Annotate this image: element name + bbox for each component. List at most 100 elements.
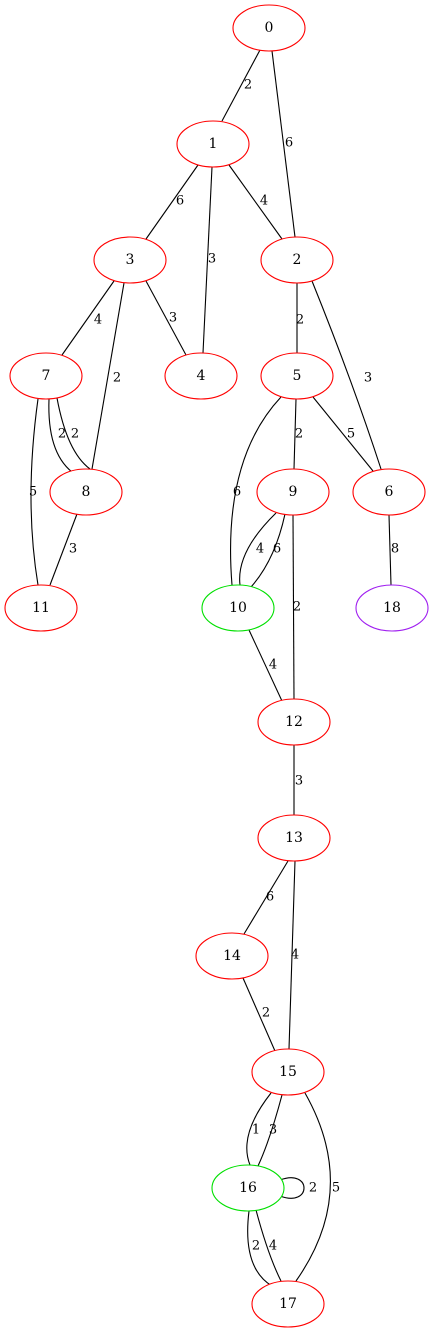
node-0: 0 [232,4,306,52]
edge-weight-3-8: 2 [113,371,121,386]
node-ellipse-3 [93,236,167,284]
node-ellipse-2 [260,236,334,284]
node-3: 3 [93,236,167,284]
node-10: 10 [201,584,275,632]
edge-weight-8-11: 3 [69,542,77,557]
edge-weight-13-15: 4 [291,948,299,963]
node-12: 12 [257,698,331,746]
node-label-18: 18 [383,600,401,616]
edge-weight-7-8: 2 [58,427,66,442]
node-2: 2 [260,236,334,284]
node-label-0: 0 [265,20,274,36]
edge-weight-7-8: 2 [71,427,79,442]
node-ellipse-18 [355,584,429,632]
node-7: 7 [9,352,83,400]
edge-14-15 [242,977,276,1052]
node-label-14: 14 [223,948,241,964]
node-label-16: 16 [239,1180,257,1196]
edge-weight-0-1: 2 [244,78,252,93]
node-ellipse-1 [176,120,250,168]
node-11: 11 [4,584,78,632]
node-ellipse-10 [201,584,275,632]
edge-weight-2-6: 3 [364,371,372,386]
node-17: 17 [251,1280,325,1328]
edge-weight-16-17: 4 [269,1239,277,1254]
node-ellipse-14 [195,932,269,980]
edge-15-17 [295,1092,331,1282]
node-ellipse-11 [4,584,78,632]
node-ellipse-17 [251,1280,325,1328]
edge-9-10 [250,513,286,588]
edge-10-12 [248,629,283,702]
edge-weight-2-5: 2 [296,313,304,328]
node-label-10: 10 [229,600,247,616]
edge-weight-5-10: 6 [233,485,241,500]
edge-1-2 [228,164,283,240]
edge-0-2 [271,50,296,238]
node-label-15: 15 [279,1064,297,1080]
node-16: 16 [211,1164,285,1212]
node-label-5: 5 [293,368,302,384]
edge-weight-1-4: 3 [208,252,216,267]
node-ellipse-15 [251,1048,325,1096]
node-ellipse-0 [232,4,306,52]
edge-weight-12-13: 3 [295,774,303,789]
edge-6-18 [388,514,392,586]
edge-3-7 [61,280,115,356]
node-label-7: 7 [42,368,51,384]
node-ellipse-9 [256,468,330,516]
node-ellipse-5 [260,352,334,400]
edge-5-6 [312,396,374,472]
edge-7-8 [56,397,91,470]
edge-15-16 [257,1094,283,1167]
edge-1-3 [145,164,199,240]
node-ellipse-7 [9,352,83,400]
edge-weight-10-12: 4 [269,658,277,673]
edge-weight-3-4: 3 [169,311,177,326]
edge-9-10 [239,512,277,586]
edge-7-8 [48,398,73,473]
node-9: 9 [256,468,330,516]
edge-16-17 [247,1210,273,1287]
edge-5-10 [230,396,282,586]
edge-weight-9-10: 6 [273,542,281,557]
edge-weight-15-17: 5 [332,1181,340,1196]
node-label-11: 11 [32,600,50,616]
edge-0-1 [221,49,261,122]
edge-weight-5-9: 2 [295,427,303,442]
node-label-6: 6 [385,484,394,500]
edge-weight-16-17: 2 [252,1239,260,1254]
edge-13-14 [243,860,289,935]
edge-5-9 [293,398,297,470]
node-label-12: 12 [285,714,303,730]
edge-13-15 [288,860,296,1050]
node-ellipse-4 [164,352,238,400]
edge-weight-1-2: 4 [260,194,268,209]
edge-7-11 [30,398,39,586]
edge-3-4 [145,280,187,356]
edge-weight-6-18: 8 [391,542,399,557]
node-label-2: 2 [293,252,302,268]
edge-weight-14-15: 2 [262,1006,270,1021]
edge-15-16 [246,1092,272,1166]
node-15: 15 [251,1048,325,1096]
node-label-9: 9 [289,484,298,500]
node-6: 6 [352,468,426,516]
node-13: 13 [257,814,331,862]
node-1: 1 [176,120,250,168]
node-8: 8 [49,468,123,516]
edge-9-12 [292,514,295,700]
node-label-8: 8 [82,484,91,500]
edge-weight-15-16: 1 [252,1123,260,1138]
edge-weight-3-7: 4 [94,313,102,328]
edge-weight-1-3: 6 [176,194,184,209]
edge-16-17 [255,1209,282,1282]
edge-8-11 [49,513,78,586]
edge-1-4 [202,166,213,354]
edge-weight-9-10: 4 [256,542,264,557]
node-4: 4 [164,352,238,400]
node-label-4: 4 [197,368,206,384]
